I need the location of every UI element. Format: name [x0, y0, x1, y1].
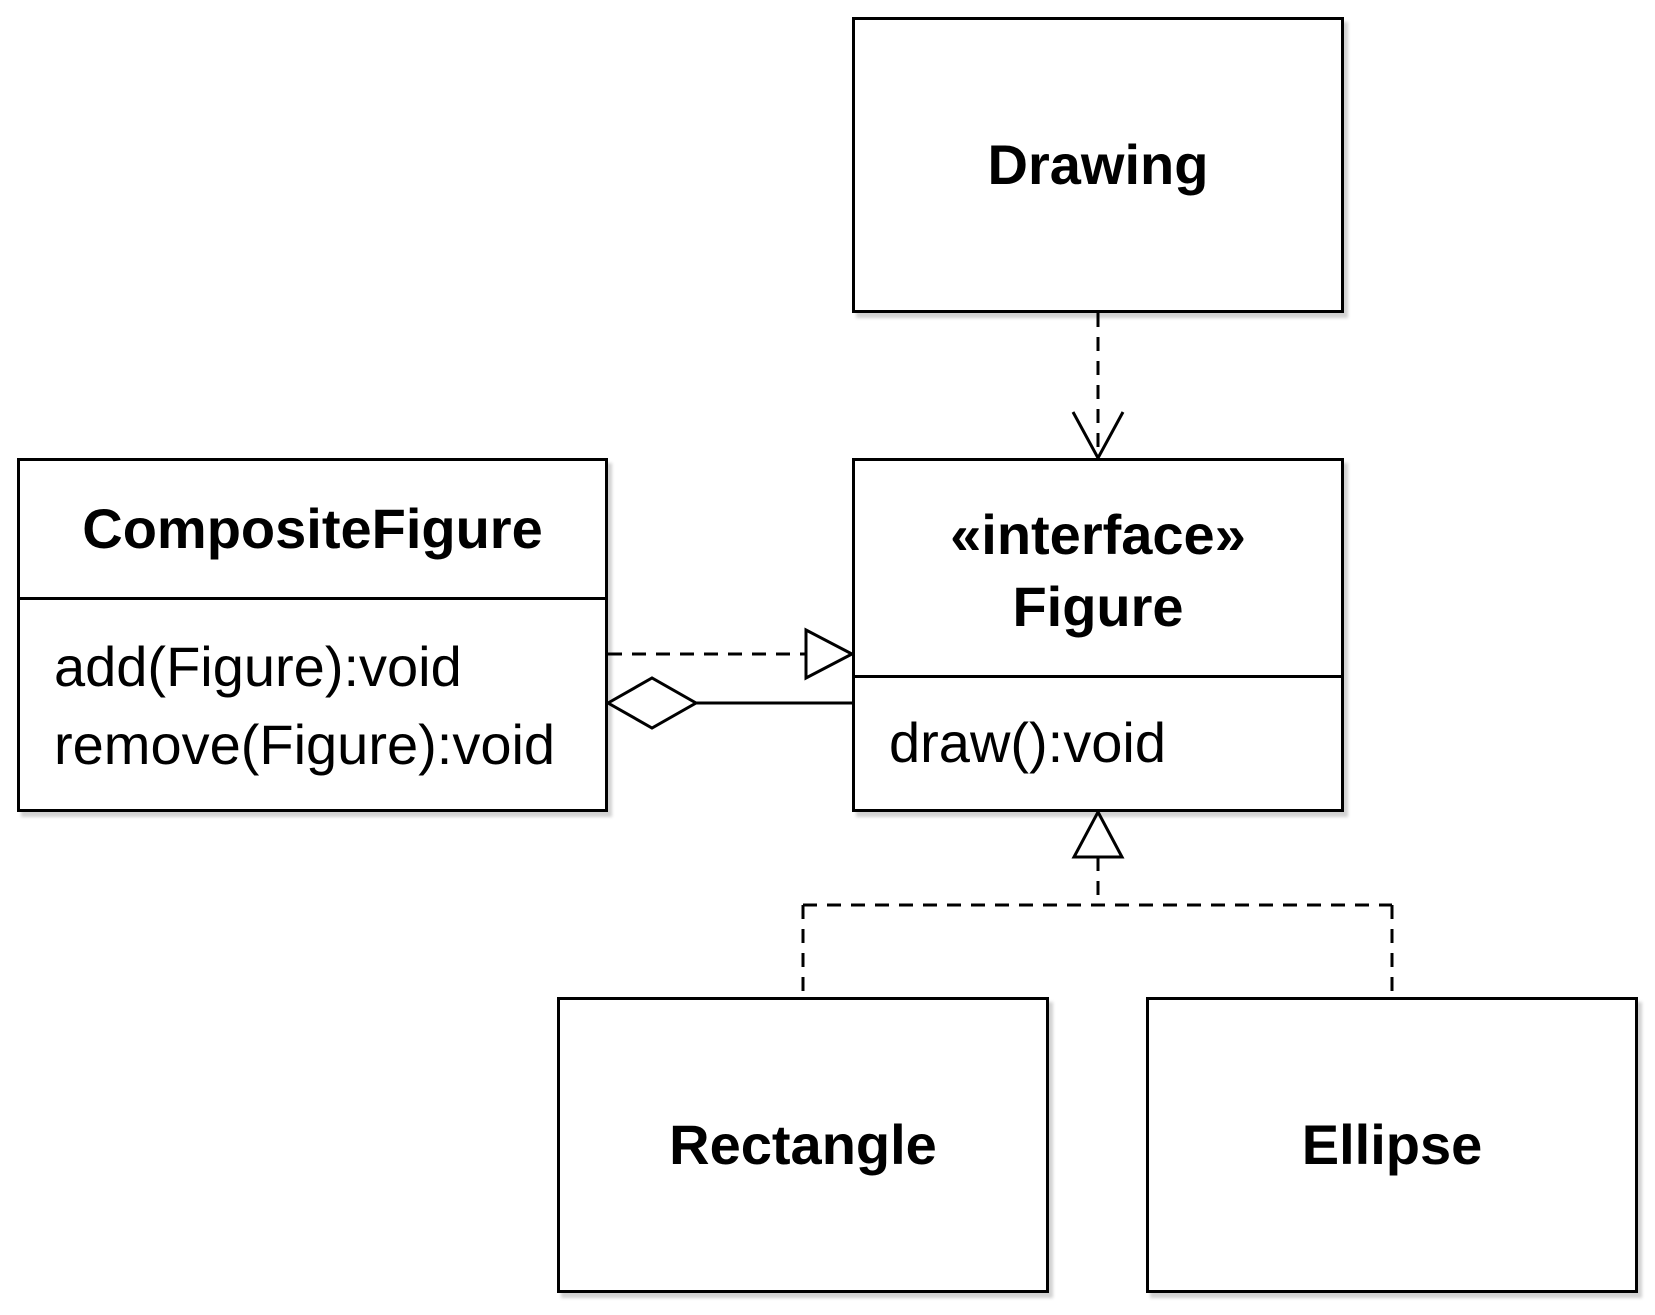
interface-figure-name: Figure — [1012, 575, 1184, 638]
class-rectangle-name: Rectangle — [669, 1113, 937, 1176]
realization-subclasses-figure — [801, 808, 1394, 997]
class-ellipse-name: Ellipse — [1301, 1113, 1483, 1176]
class-compositefigure-header: CompositeFigure — [20, 461, 605, 597]
dependency-drawing-figure — [1071, 313, 1125, 462]
interface-figure[interactable]: «interface» Figure draw():void — [852, 458, 1344, 812]
class-rectangle-header: Rectangle — [560, 1000, 1046, 1290]
class-compositefigure-name: CompositeFigure — [82, 497, 543, 560]
class-rectangle[interactable]: Rectangle — [557, 997, 1049, 1293]
realization-composite-figure — [608, 627, 856, 681]
interface-figure-header: «interface» Figure — [855, 461, 1341, 675]
operation-add: add(Figure):void — [54, 635, 462, 698]
class-drawing-header: Drawing — [855, 20, 1341, 310]
operation-remove: remove(Figure):void — [54, 713, 556, 776]
class-ellipse[interactable]: Ellipse — [1146, 997, 1638, 1293]
class-compositefigure[interactable]: CompositeFigure add(Figure):void remove(… — [17, 458, 608, 812]
operation-draw: draw():void — [889, 711, 1166, 774]
class-drawing[interactable]: Drawing — [852, 17, 1344, 313]
interface-stereotype: «interface» — [950, 503, 1246, 566]
class-drawing-name: Drawing — [987, 133, 1209, 196]
class-compositefigure-operations: add(Figure):void remove(Figure):void — [20, 597, 605, 809]
class-ellipse-header: Ellipse — [1149, 1000, 1635, 1290]
interface-figure-operations: draw():void — [855, 675, 1341, 809]
aggregation-composite-figure — [604, 676, 852, 730]
